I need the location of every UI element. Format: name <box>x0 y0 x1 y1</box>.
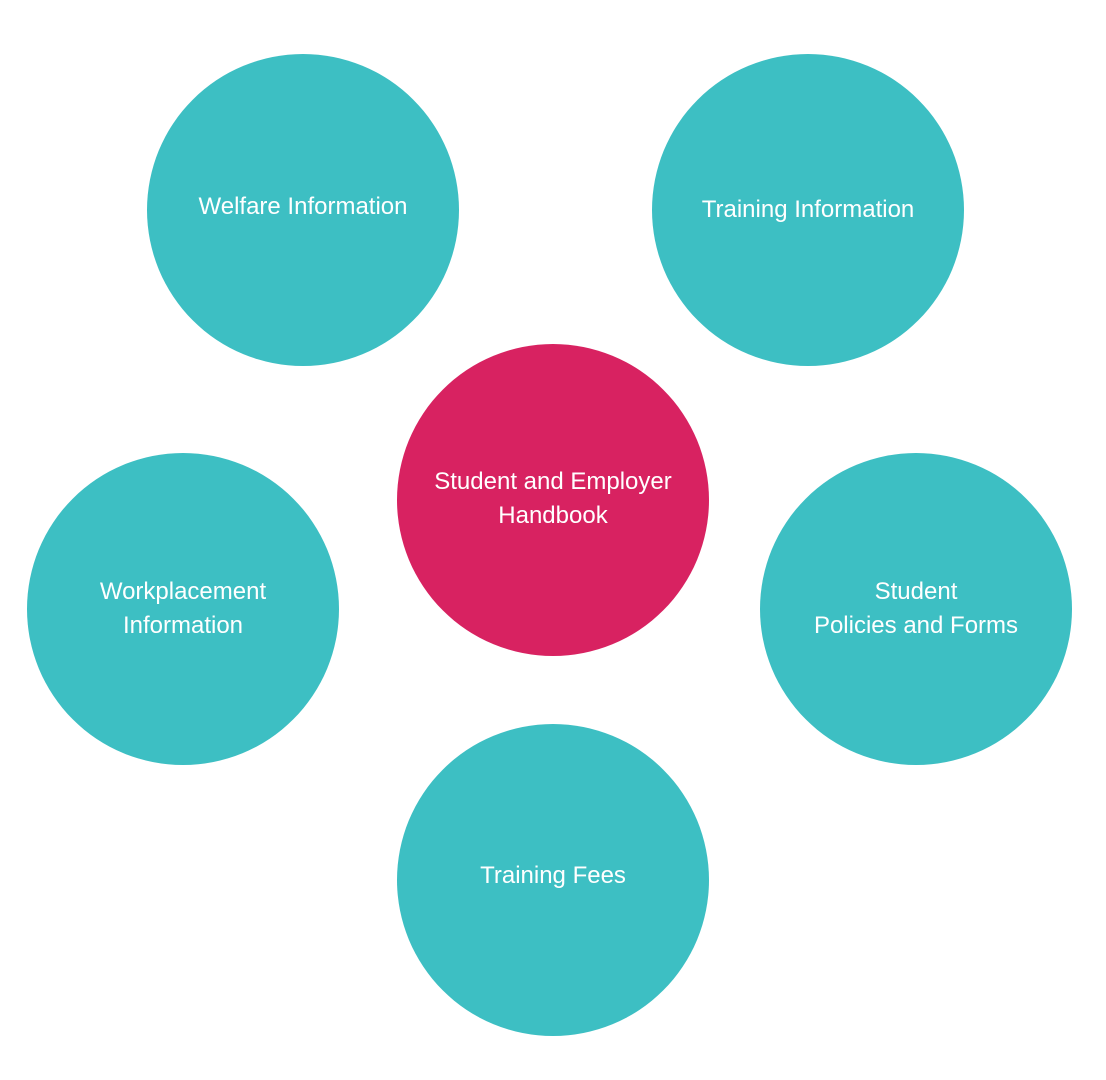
center-node-handbook[interactable]: Student and Employer Handbook <box>397 344 709 656</box>
node-training-fees[interactable]: Training Fees <box>397 724 709 1036</box>
node-label: Training Fees <box>480 862 626 889</box>
node-label: Welfare Information <box>198 193 408 220</box>
node-label: Workplacement Information <box>99 578 267 639</box>
center-label: Student and Employer Handbook <box>434 468 672 529</box>
node-welfare-information[interactable]: Welfare Information <box>147 54 459 366</box>
node-label: Training Information <box>701 196 915 223</box>
node-training-information[interactable]: Training Information <box>652 54 964 366</box>
node-label: Student Policies and Forms <box>813 578 1019 639</box>
node-student-policies-forms[interactable]: Student Policies and Forms <box>760 453 1072 765</box>
node-workplacement-information[interactable]: Workplacement Information <box>27 453 339 765</box>
